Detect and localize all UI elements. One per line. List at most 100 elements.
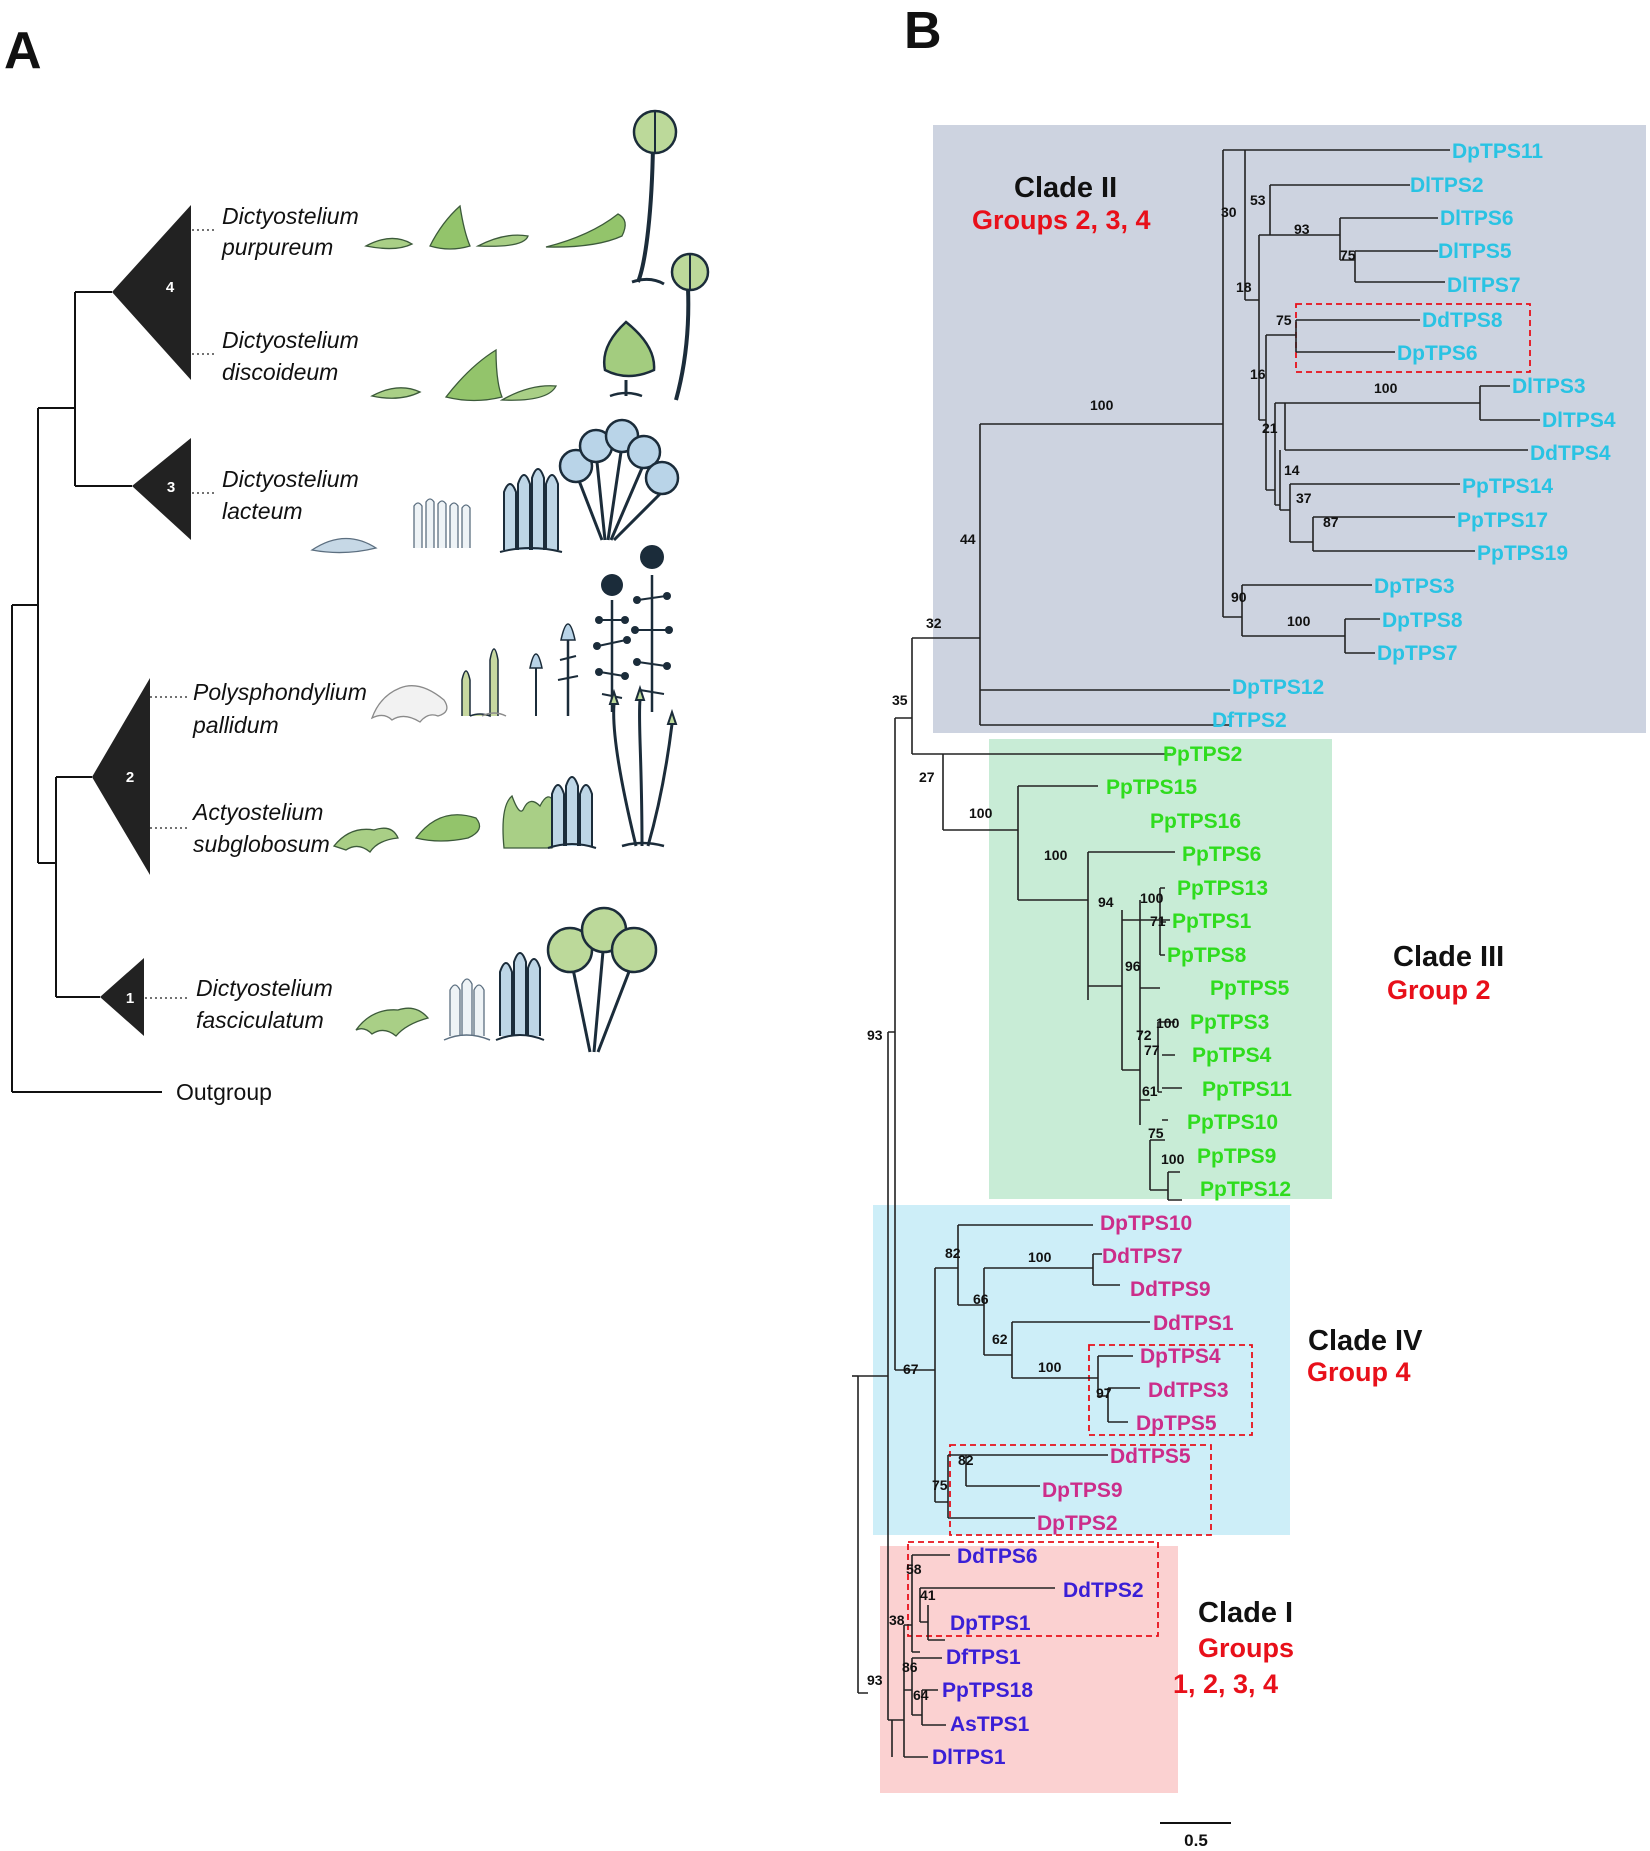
bootstrap-18: 35 [892, 692, 908, 708]
clade-3-box [989, 739, 1332, 1199]
root-branch [11, 604, 162, 1093]
tip-pptps13: PpTPS13 [1177, 877, 1268, 900]
tip-dptps6: DpTPS6 [1397, 342, 1478, 365]
branch-n16 [1265, 334, 1296, 491]
tip-pptps4: PpTPS4 [1192, 1044, 1272, 1067]
tip-dptps11: DpTPS11 [1452, 140, 1543, 163]
branch-n100c [1017, 785, 1098, 901]
bootstrap-41: 75 [932, 1477, 948, 1493]
panel-a-cladogram [11, 291, 162, 1093]
taxon-genus-4: Polysphondylium [193, 679, 367, 705]
tip-dltps6: DlTPS6 [1440, 207, 1514, 230]
bootstrap-17: 32 [926, 615, 942, 631]
tip-pptps8: PpTPS8 [1167, 944, 1247, 967]
bootstrap-44: 38 [889, 1612, 905, 1628]
tip-pptps11: PpTPS11 [1202, 1078, 1292, 1101]
tip-pptps5: PpTPS5 [1210, 977, 1290, 1000]
bootstrap-34: 100 [1028, 1249, 1052, 1265]
branch-n100g [1092, 1253, 1120, 1286]
bootstrap-26: 100 [1156, 1015, 1180, 1031]
bootstrap-31: 100 [1161, 1151, 1185, 1167]
branch-n35a [894, 717, 935, 1371]
tip-dltps7: DlTPS7 [1447, 274, 1521, 297]
branch-dlt3-4 [1284, 402, 1528, 451]
group-3-triangle [132, 438, 191, 540]
scale-bar-label: 0.5 [1184, 1831, 1208, 1850]
group-4-triangle [112, 205, 191, 380]
panel-b-letter: B [904, 2, 942, 60]
branch-n41 [919, 1587, 1055, 1623]
taxon-species-4: pallidum [192, 712, 279, 738]
tree-branches [857, 149, 1540, 1758]
branch-n75a [1354, 250, 1445, 283]
branch-n66 [983, 1267, 1093, 1356]
bootstrap-16: 44 [960, 531, 976, 547]
bootstrap-9: 21 [1262, 420, 1278, 436]
tip-ddtps5: DdTPS5 [1110, 1445, 1191, 1468]
clade-2-box [933, 125, 1646, 733]
tip-dltps2: DlTPS2 [1410, 174, 1484, 197]
branch-n35b [911, 637, 980, 755]
branch-n64 [921, 1689, 946, 1726]
tips-clade-1: DdTPS6 DdTPS2 DpTPS1 DfTPS1 PpTPS18 AsTP… [932, 1545, 1144, 1769]
tips-clade-4: DpTPS10 DdTPS7 DdTPS9 DdTPS1 DpTPS4 DdTP… [1037, 1212, 1234, 1535]
bootstrap-4: 75 [1340, 247, 1356, 263]
clade-3-groups: Group 2 [1387, 975, 1491, 1005]
outgroup-label: Outgroup [176, 1079, 272, 1105]
branch-n96 [1139, 900, 1160, 1125]
taxon-genus-6: Dictyostelium [196, 975, 333, 1001]
tip-pptps3: PpTPS3 [1190, 1011, 1269, 1034]
branch-n18 [1258, 234, 1270, 421]
tip-pptps10: PpTPS10 [1187, 1111, 1278, 1134]
branch-n100-dl [1479, 385, 1540, 421]
bootstrap-3: 93 [1294, 221, 1310, 237]
tip-ddtps3: DdTPS3 [1148, 1379, 1229, 1402]
tips-clade-3: PpTPS2 PpTPS15 PpTPS16 PpTPS6 PpTPS13 Pp… [1106, 743, 1292, 1201]
tip-pptps9: PpTPS9 [1197, 1145, 1276, 1168]
tip-ddtps7: DdTPS7 [1102, 1245, 1183, 1268]
tip-astps1: AsTPS1 [950, 1713, 1030, 1736]
branch-n87 [1312, 516, 1475, 552]
tip-dftps2: DfTPS2 [1212, 709, 1287, 732]
bootstrap-32: 93 [867, 1027, 883, 1043]
taxon-species-3: lacteum [222, 498, 303, 524]
bootstrap-39: 67 [903, 1361, 919, 1377]
tip-dptps9: DpTPS9 [1042, 1479, 1123, 1502]
tip-pptps14: PpTPS14 [1462, 475, 1553, 498]
bootstrap-24: 71 [1150, 913, 1166, 929]
bootstrap-38: 97 [1096, 1385, 1112, 1401]
tip-dptps12: DpTPS12 [1232, 676, 1324, 699]
tip-pptps18: PpTPS18 [942, 1679, 1033, 1702]
branch-n27 [942, 753, 1171, 831]
branch-dptps11 [1244, 149, 1450, 301]
taxon-connectors [145, 229, 217, 999]
branch-n100h [1097, 1355, 1133, 1397]
tip-dptps5: DpTPS5 [1136, 1412, 1217, 1435]
branch-root [857, 1375, 888, 1694]
branch-n90 [1241, 584, 1372, 637]
tip-ddtps2: DdTPS2 [1063, 1579, 1144, 1602]
bootstrap-30: 75 [1148, 1125, 1164, 1141]
bootstrap-8: 100 [1374, 380, 1398, 396]
bootstrap-22: 94 [1098, 894, 1114, 910]
tips-clade-2: DpTPS11 DlTPS2 DlTPS6 DlTPS5 DlTPS7 DdTP… [1212, 140, 1616, 732]
clade-3-name: Clade III [1393, 941, 1504, 973]
branch-n75c [1149, 1139, 1168, 1191]
tip-pptps17: PpTPS17 [1457, 509, 1548, 532]
branch-n82b [965, 1454, 1108, 1487]
taxon-genus-5: Actyostelium [191, 799, 323, 825]
taxon-species-5: subglobosum [193, 831, 330, 857]
branch-n100-clade2 [1222, 149, 1245, 618]
branch-n21 [1274, 402, 1285, 506]
branch-n37 [1289, 483, 1460, 543]
branch-n86 [904, 1657, 942, 1716]
tip-dltps3: DlTPS3 [1512, 375, 1586, 398]
clade-1-groups-line1: Groups [1198, 1633, 1294, 1663]
branch-n14 [1279, 450, 1290, 511]
bootstrap-19: 27 [919, 769, 935, 785]
tip-dptps4: DpTPS4 [1140, 1345, 1221, 1368]
group-4-label: 4 [166, 279, 175, 296]
bootstrap-36: 62 [992, 1331, 1008, 1347]
